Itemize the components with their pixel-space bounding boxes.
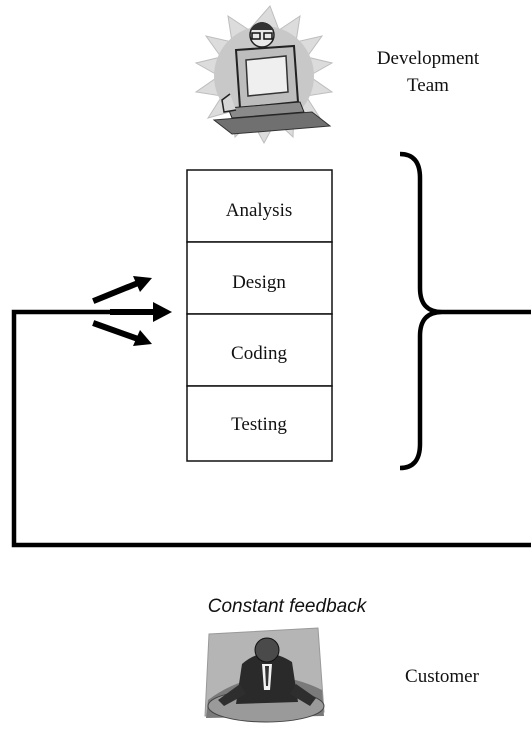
phase-label-design: Design [232,272,286,293]
phase-label-analysis: Analysis [226,200,293,221]
phase-label-testing: Testing [231,414,287,435]
developer-computer-icon [194,5,334,145]
development-team-label-line1: Development [377,48,480,69]
feedback-label: Constant feedback [208,596,368,617]
feedback-loop-line [11,309,531,548]
feedback-arrows [92,276,172,346]
phase-label-coding: Coding [231,343,287,364]
phase-stack: Analysis Design Coding Testing [186,169,333,462]
customer-label: Customer [405,666,480,687]
phase-group-brace [399,151,443,471]
development-team-label-line2: Team [407,75,449,96]
customer-businessman-icon [204,627,325,723]
phase-box-testing [186,385,333,462]
